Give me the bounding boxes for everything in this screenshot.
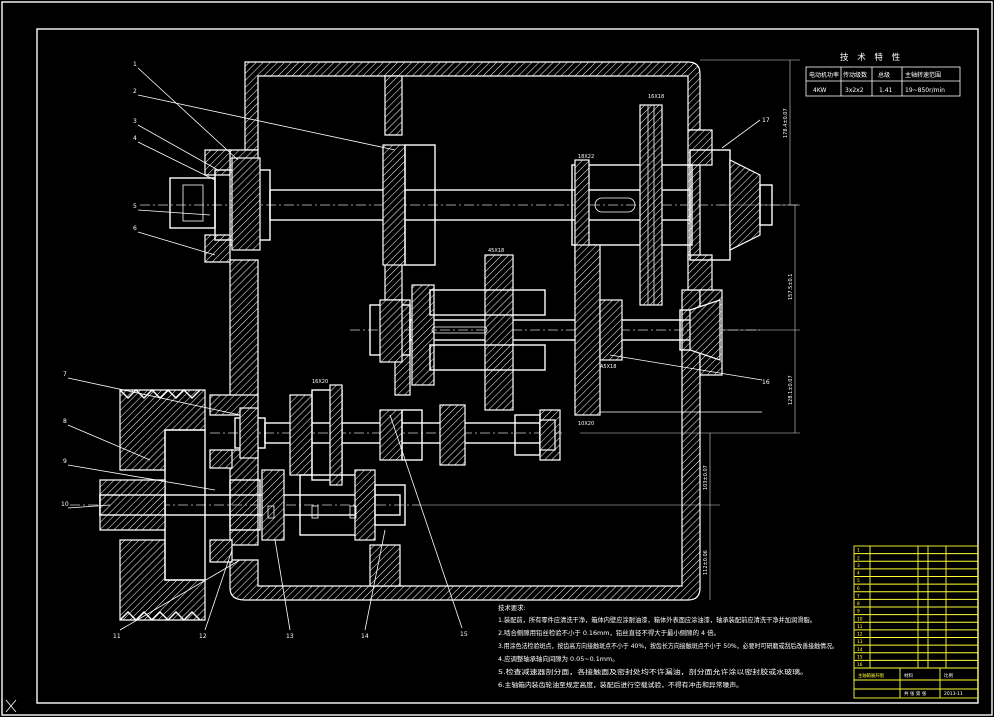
- part-number-17: 17: [762, 117, 770, 124]
- part-number-8: 8: [63, 418, 67, 425]
- tech-req-line-5: 5.检查减速器剖分面，各接触面及密封处均不许漏油，剖分面允许涂以密封胶或水玻璃。: [498, 667, 808, 676]
- dim-label-5: 112±0.06: [703, 550, 709, 575]
- title-block-date: 2013-11: [944, 691, 963, 697]
- parts-list-row-number: 3: [857, 563, 860, 569]
- parts-list-row-number: 11: [857, 624, 863, 630]
- part-number-4: 4: [133, 135, 137, 142]
- parts-list-row-number: 1: [857, 548, 860, 554]
- parts-list-row-number: 7: [857, 593, 860, 599]
- dim-tag-2: 18X22: [578, 154, 594, 160]
- shaft-2-assembly: [350, 244, 760, 416]
- v-belt-pulley: [99, 389, 206, 621]
- dimension-lines: 178.4±0.07 157.5±0.1 128.1±0.07 103±0.07…: [312, 59, 800, 600]
- parts-list-row-number: 10: [857, 616, 863, 622]
- part-number-3: 3: [133, 118, 137, 125]
- tech-header-ratio: 总级: [878, 71, 890, 79]
- dim-tag-3: 45X18: [488, 248, 504, 254]
- tech-header-power: 电动机功率: [809, 71, 839, 79]
- tech-header-stages: 传动级数: [843, 71, 867, 79]
- tech-req-heading: 技术要求:: [498, 603, 526, 612]
- part-number-2: 2: [133, 88, 137, 95]
- tech-value-ratio: 1.41: [879, 87, 893, 94]
- part-number-13: 13: [286, 633, 294, 640]
- tech-value-power: 4KW: [813, 87, 827, 94]
- dim-tag-5: 16X20: [312, 379, 328, 385]
- parts-list-row-number: 12: [857, 632, 863, 638]
- part-number-11: 11: [113, 633, 121, 640]
- parts-list-row-number: 6: [857, 586, 860, 592]
- tech-req-line-2: 2.啮合侧隙用铅丝检验不小于 0.16mm，铅丝直径不得大于最小侧隙的 4 倍。: [498, 628, 720, 637]
- ucs-axis-icon: [5, 699, 17, 713]
- tech-req-line-3: 3.用涂色法检验斑点，按齿高方向接触斑点不小于 40%，按齿长方向接触斑点不小于…: [498, 641, 838, 650]
- title-block-scale: 比例: [944, 672, 953, 679]
- parts-list-row-number: 9: [857, 609, 860, 615]
- dim-label-2: 157.5±0.1: [788, 274, 794, 300]
- dim-tag-4: A5X18: [600, 364, 616, 370]
- title-block-drawing-title: 主轴箱展开图: [858, 672, 884, 679]
- parts-list-row-number: 8: [857, 601, 860, 607]
- parts-list-row-number: 13: [857, 639, 863, 645]
- part-number-16: 16: [762, 379, 770, 386]
- input-shaft-assembly: [70, 469, 420, 541]
- parts-list-row-number: 15: [857, 654, 863, 660]
- part-number-10: 10: [61, 501, 69, 508]
- tech-value-speed: 19~850r/min: [905, 87, 945, 94]
- shaft-3-assembly: [210, 384, 565, 486]
- part-number-6: 6: [133, 225, 137, 232]
- tech-characteristics-table: 技 术 特 性 电动机功率 传动级数 总级 主轴转速范围 4KW 3x2x2 1…: [805, 52, 961, 97]
- dim-label-1: 178.4±0.07: [783, 108, 789, 138]
- tech-req-line-1: 1.装配前，所有零件应清洗干净，箱体内壁应涂耐油漆，箱体外表面应涂油漆，轴承装配…: [498, 615, 816, 624]
- parts-list-row-number: 2: [857, 555, 860, 561]
- title-block-material: 材料: [904, 672, 913, 679]
- dim-tag-6: 10X20: [578, 421, 594, 427]
- part-number-1: 1: [133, 61, 137, 68]
- tech-req-line-4: 4.应调整轴承轴向间隙为 0.05~0.1mm。: [498, 654, 619, 663]
- part-number-15: 15: [460, 631, 468, 638]
- tech-value-stages: 3x2x2: [845, 87, 864, 94]
- part-number-5: 5: [133, 203, 137, 210]
- tech-header-speed: 主轴转速范围: [905, 71, 941, 79]
- tech-req-line-6: 6.主轴箱内装齿轮油至规定高度，装配后进行空载试验，不得有冲击和异常噪声。: [498, 680, 743, 689]
- part-number-14: 14: [361, 633, 369, 640]
- title-block-sheet: 共 张 第 张: [904, 690, 927, 697]
- part-number-12: 12: [199, 633, 207, 640]
- parts-list-row-number: 5: [857, 578, 860, 584]
- technical-requirements: 技术要求: 1.装配前，所有零件应清洗干净，箱体内壁应涂耐油漆，箱体外表面应涂油…: [498, 603, 838, 689]
- parts-list-row-number: 14: [857, 647, 863, 653]
- parts-list-row-number: 16: [857, 662, 863, 668]
- dim-label-3: 128.1±0.07: [788, 375, 794, 405]
- parts-list-row-number: 4: [857, 571, 860, 577]
- part-leaders: 1 2 3 4 5 6 7 8 9 10 11 12 13 14 15 16 1…: [61, 61, 770, 640]
- dim-label-4: 103±0.07: [703, 465, 709, 490]
- part-number-7: 7: [63, 371, 67, 378]
- part-number-9: 9: [63, 458, 67, 465]
- dim-tag-1: 16X18: [648, 94, 664, 100]
- tech-table-title: 技 术 特 性: [840, 52, 903, 63]
- inner-border: [36, 28, 979, 704]
- shaft-1-assembly: [140, 104, 800, 306]
